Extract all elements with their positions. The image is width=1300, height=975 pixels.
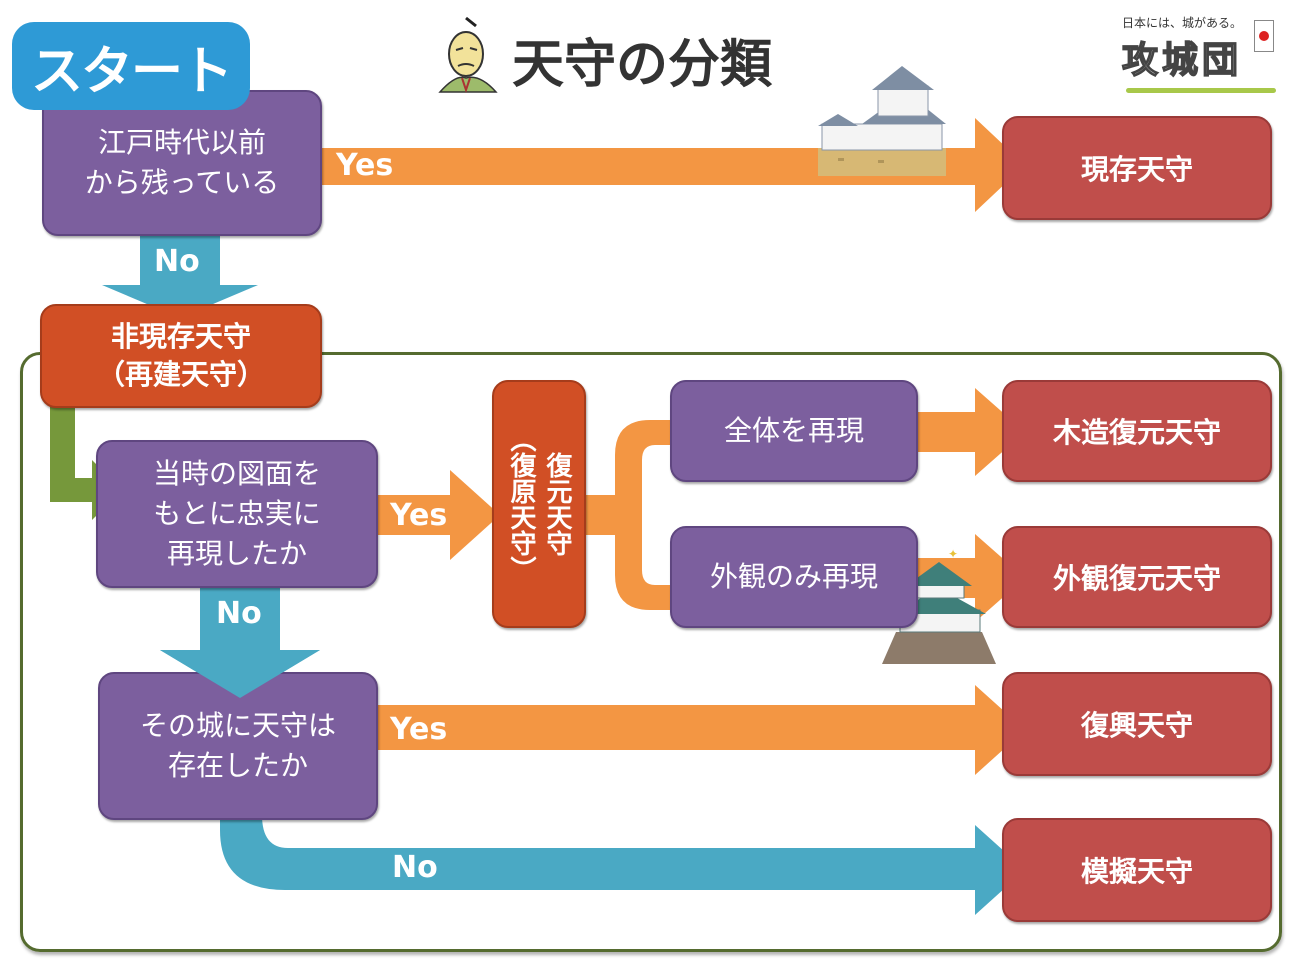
page-title: 天守の分類 xyxy=(512,35,773,95)
q1-line-1: 江戸時代以前 xyxy=(97,126,266,159)
q3a-arrow xyxy=(918,388,1025,476)
q1-line-2: から残っている xyxy=(84,166,280,199)
question-tenshu-existed: その城に天守は 存在したか xyxy=(98,672,378,820)
q4-line-1: その城に天守は xyxy=(139,709,336,742)
logo: 日本には、城がある。 攻城団 xyxy=(1121,14,1282,96)
q1-no-arrow xyxy=(102,232,258,318)
q2-line-3: 再現したか xyxy=(166,537,307,570)
q1-no-label: No xyxy=(154,244,200,279)
start-badge: スタート xyxy=(12,22,250,110)
higenzon-line-2: （再建天守） xyxy=(96,358,265,391)
svg-text:✦: ✦ xyxy=(948,548,958,561)
fukugen-line-2: （復原天守） xyxy=(506,426,536,582)
q3b-arrow xyxy=(918,534,1025,622)
question-edo-era: 江戸時代以前 から残っている xyxy=(42,90,322,236)
question-faithful-reproduction: 当時の図面を もとに忠実に 再現したか xyxy=(96,440,378,588)
q4-line-2: 存在したか xyxy=(167,749,308,782)
nagoya-castle-icon: ✦✦ xyxy=(878,547,1000,666)
logo-flag-icon xyxy=(1254,20,1274,52)
logo-name: 攻城団 xyxy=(1121,39,1243,82)
option-exterior-only: 外観のみ再現 xyxy=(670,526,918,628)
samurai-icon xyxy=(436,16,500,94)
himeji-castle-icon xyxy=(818,62,946,176)
q2-no-label: No xyxy=(216,596,262,631)
q4-no-label: No xyxy=(392,850,438,885)
category-restored-tenshu: 復元天守 （復原天守） xyxy=(492,380,586,628)
q2-yes-arrow xyxy=(376,470,500,560)
q1-yes-arrow xyxy=(320,118,1025,212)
category-non-existing-tenshu: 非現存天守 （再建天守） xyxy=(40,304,322,408)
option-full-reproduction: 全体を再現 xyxy=(670,380,918,482)
result-mock-tenshu: 模擬天守 xyxy=(1002,818,1272,922)
q4-yes-arrow xyxy=(376,685,1025,775)
branch-arrow xyxy=(586,420,672,610)
q2-line-1: 当時の図面を xyxy=(152,457,321,490)
logo-tagline: 日本には、城がある。 xyxy=(1122,16,1243,30)
result-wooden-restored-tenshu: 木造復元天守 xyxy=(1002,380,1272,482)
q4-no-arrow xyxy=(220,815,1025,915)
fukugen-line-1: 復元天守 xyxy=(542,452,572,556)
start-label: スタート xyxy=(30,41,233,102)
logo-grass xyxy=(1126,88,1276,93)
reconstructed-group-frame xyxy=(20,352,1282,952)
q2-yes-label: Yes xyxy=(390,498,448,533)
result-genzon-tenshu: 現存天守 xyxy=(1002,116,1272,220)
higenzon-line-1: 非現存天守 xyxy=(110,320,251,353)
q4-yes-label: Yes xyxy=(390,712,448,747)
q2-line-2: もとに忠実に xyxy=(153,497,321,530)
q1-yes-label: Yes xyxy=(336,148,394,183)
result-revival-tenshu: 復興天守 xyxy=(1002,672,1272,776)
result-exterior-restored-tenshu: 外観復元天守 xyxy=(1002,526,1272,628)
